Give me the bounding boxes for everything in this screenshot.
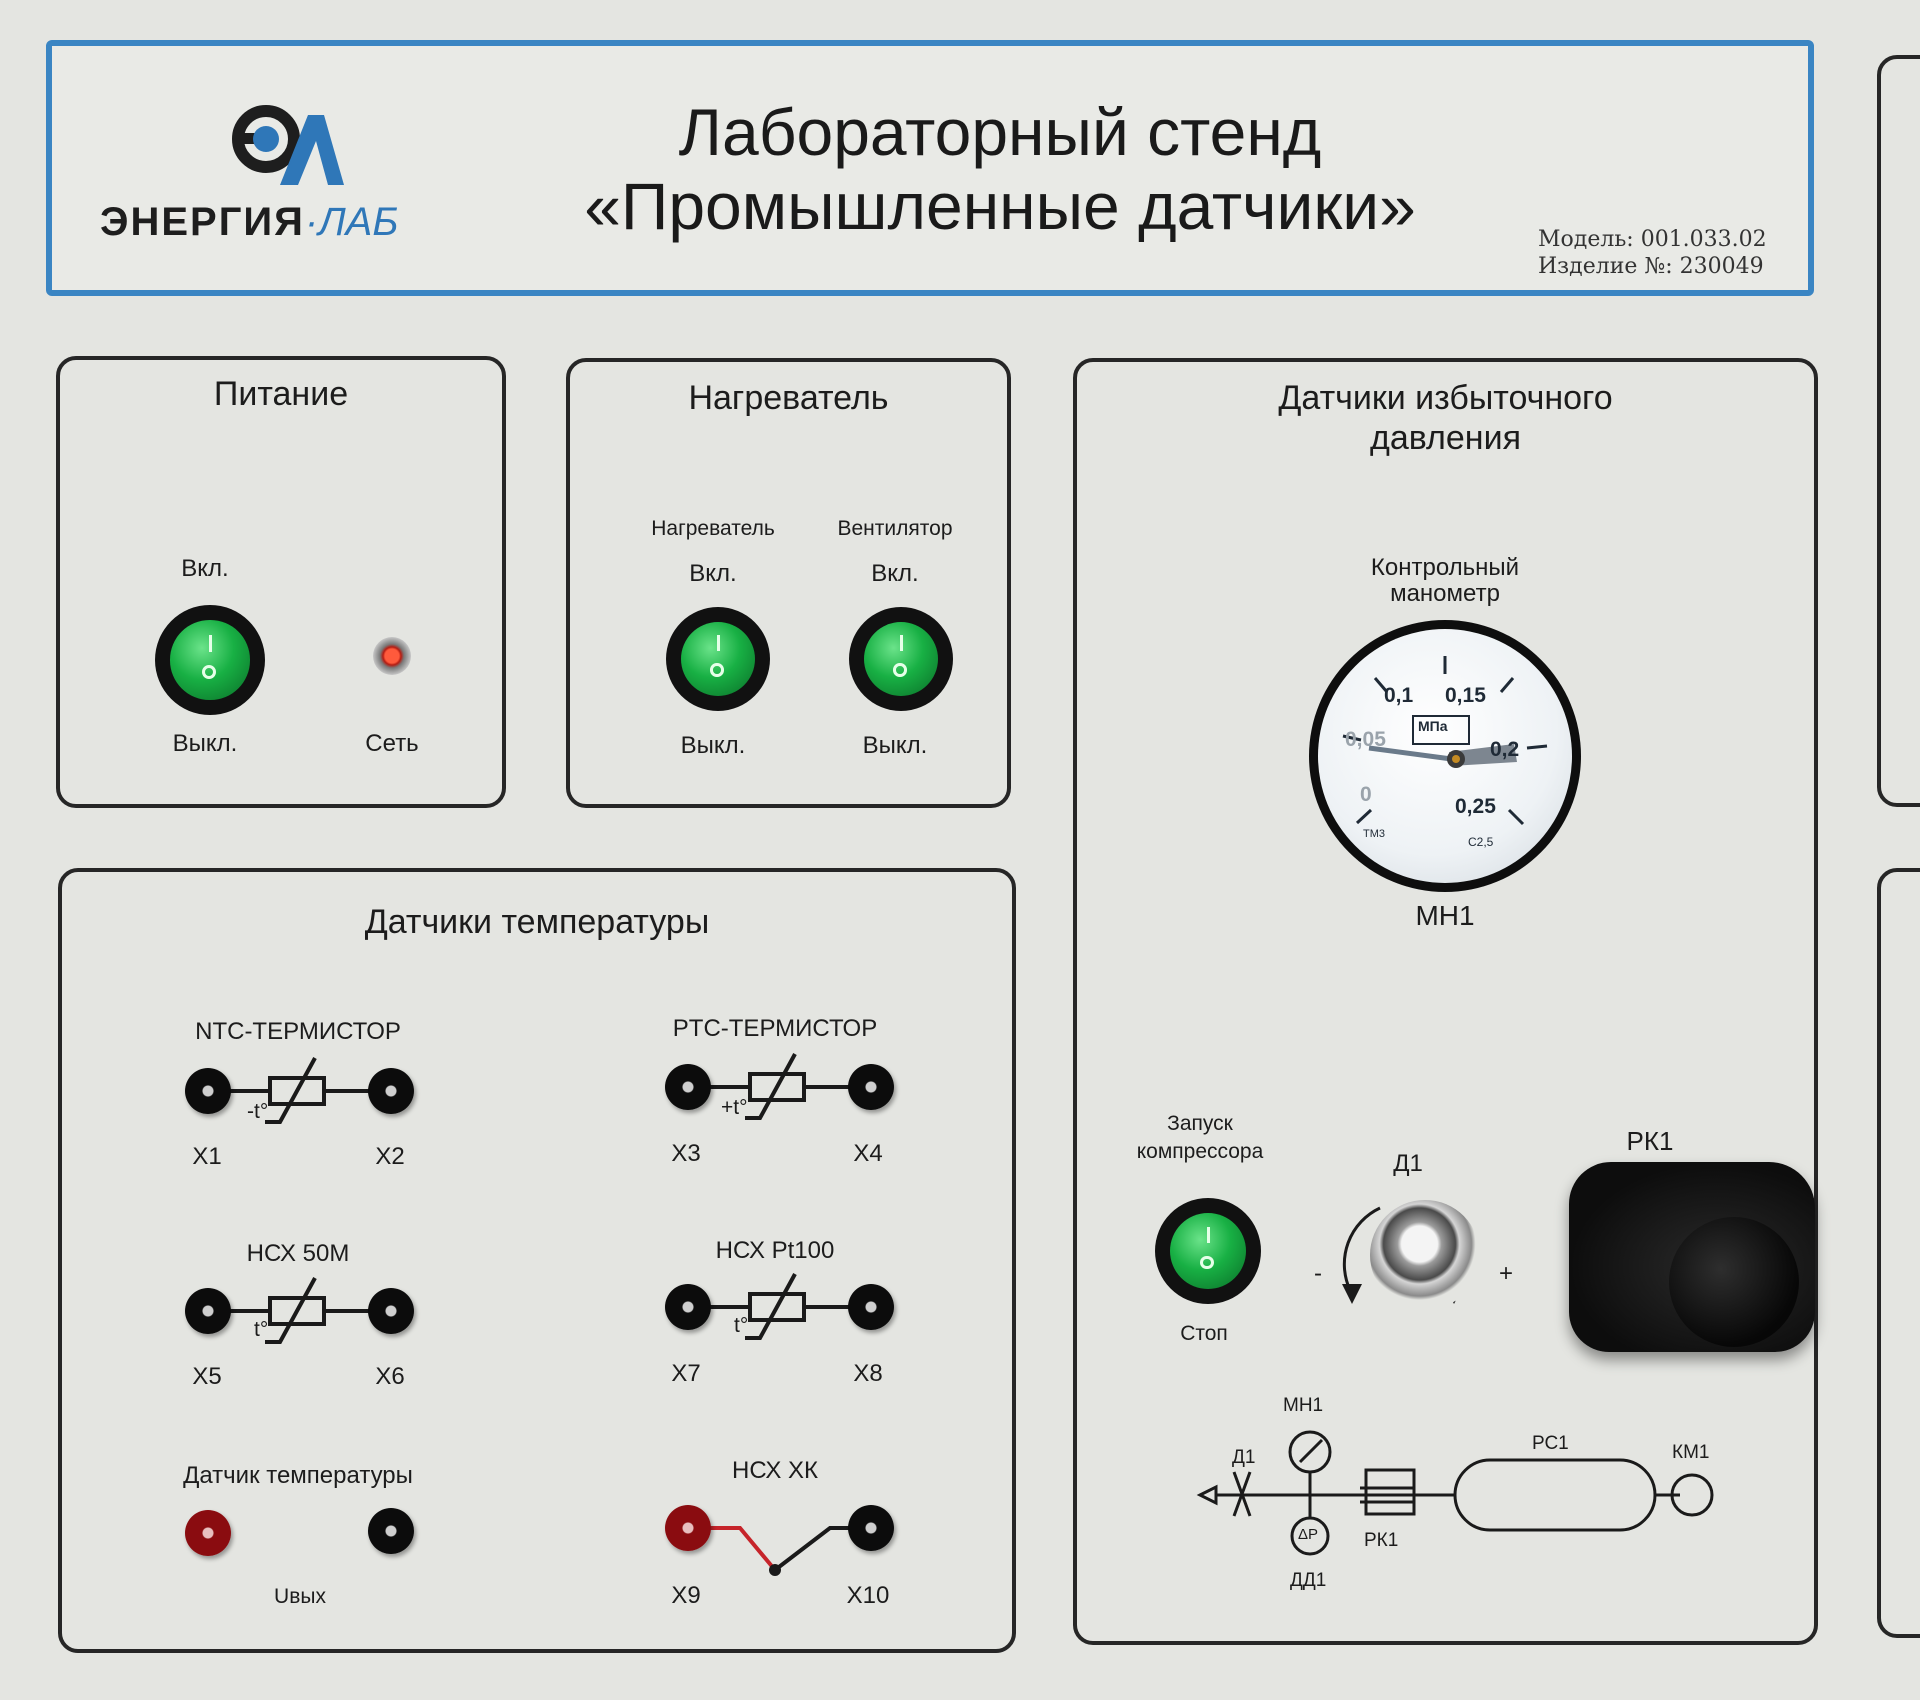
uout-label: Uвых	[274, 1585, 326, 1608]
ptc-symbol: +t°	[721, 1096, 748, 1119]
fan-switch[interactable]	[849, 607, 953, 711]
terminal-x2[interactable]	[368, 1068, 414, 1114]
compressor-stop-label: Стоп	[1180, 1322, 1228, 1345]
x6-label: X6	[375, 1363, 405, 1390]
terminal-x1[interactable]	[185, 1068, 231, 1114]
terminal-x9[interactable]	[665, 1505, 711, 1551]
gauge-tick-015: 0,15	[1445, 684, 1486, 707]
gauge-tick-0: 0	[1360, 783, 1372, 806]
temperature-title: Датчики температуры	[364, 903, 710, 941]
gauge-tick-025: 0,25	[1455, 795, 1496, 818]
ncxxk-label: НСХ ХК	[732, 1457, 818, 1484]
scheme-dp: ΔP	[1298, 1526, 1319, 1543]
scheme-d1: Д1	[1232, 1447, 1256, 1468]
terminal-x6[interactable]	[368, 1288, 414, 1334]
valve-plus-label: +	[1498, 1260, 1514, 1287]
scheme-rc1: РС1	[1532, 1433, 1569, 1454]
ncxpt100-symbol: t°	[734, 1314, 749, 1337]
gauge-class: C2,5	[1468, 835, 1494, 849]
terminal-x3[interactable]	[665, 1064, 711, 1110]
model-info: Модель: 001.033.02 Изделие №: 230049	[1538, 227, 1767, 279]
x2-label: X2	[375, 1143, 405, 1170]
valve-minus-label: -	[1314, 1260, 1322, 1287]
x3-label: X3	[671, 1140, 701, 1167]
gauge-name-label: МН1	[1415, 900, 1475, 931]
ntc-symbol: -t°	[247, 1100, 269, 1123]
power-title: Питание	[213, 375, 349, 413]
next-panel-edge-top	[1877, 55, 1920, 807]
valve-d1-knob[interactable]	[1370, 1200, 1480, 1310]
ncx50m-label: НСХ 50М	[246, 1240, 350, 1267]
heater-panel: Нагреватель	[566, 358, 1011, 808]
pressure-title: Датчики избыточного давления	[1278, 379, 1613, 457]
x5-label: X5	[192, 1363, 222, 1390]
heater-switch[interactable]	[666, 607, 770, 711]
gauge-tm: ТМ3	[1363, 828, 1385, 840]
heater-switch-label: Нагреватель	[651, 517, 775, 540]
fan-off-label: Выкл.	[862, 732, 928, 759]
heater-on-label: Вкл.	[689, 560, 737, 587]
x10-label: X10	[846, 1582, 890, 1609]
pressure-panel: Датчики избыточного давления	[1073, 358, 1818, 1645]
terminal-x10[interactable]	[848, 1505, 894, 1551]
fan-on-label: Вкл.	[871, 560, 919, 587]
ntc-label: NTC-ТЕРМИСТОР	[195, 1018, 401, 1045]
gauge-title: Контрольный манометр	[1370, 554, 1520, 607]
temp-sensor-label: Датчик температуры	[183, 1462, 413, 1489]
gauge-tick-005: 0,05	[1345, 728, 1386, 751]
power-switch[interactable]	[155, 605, 265, 715]
power-off-label: Выкл.	[172, 730, 238, 757]
scheme-dd1: ДД1	[1290, 1570, 1327, 1591]
brand-logo-icon	[232, 105, 344, 185]
heater-off-label: Выкл.	[680, 732, 746, 759]
scheme-mn1: МН1	[1283, 1395, 1324, 1416]
x4-label: X4	[853, 1140, 883, 1167]
terminal-x8[interactable]	[848, 1284, 894, 1330]
power-panel: Питание	[56, 356, 506, 808]
gauge-tick-01: 0,1	[1384, 684, 1414, 707]
network-indicator-led	[373, 637, 411, 675]
network-label: Сеть	[365, 730, 419, 757]
next-panel-edge-bottom	[1877, 868, 1920, 1638]
ptc-label: PTC-ТЕРМИСТОР	[672, 1015, 878, 1042]
regulator-rk1-label: РК1	[1626, 1126, 1674, 1156]
temp-sensor-output-terminal-black[interactable]	[368, 1508, 414, 1554]
scheme-rk1: РК1	[1364, 1530, 1399, 1551]
compressor-start-label: Запуск компрессора	[1136, 1112, 1264, 1163]
valve-d1-label: Д1	[1393, 1150, 1423, 1177]
gauge-scale	[1342, 656, 1548, 826]
terminal-x5[interactable]	[185, 1288, 231, 1334]
x7-label: X7	[671, 1360, 701, 1387]
scheme-km1: КМ1	[1672, 1442, 1710, 1463]
heater-title: Нагреватель	[688, 379, 889, 417]
terminal-x4[interactable]	[848, 1064, 894, 1110]
compressor-switch[interactable]	[1155, 1198, 1261, 1304]
x8-label: X8	[853, 1360, 883, 1387]
brand-name: ЭНЕРГИЯ·ЛАБ	[100, 200, 399, 244]
power-on-label: Вкл.	[181, 555, 229, 582]
ncxpt100-label: НСХ Pt100	[715, 1237, 835, 1264]
gauge-unit: МПа	[1418, 718, 1448, 734]
pneumatic-scheme	[1196, 1430, 1714, 1556]
temp-sensor-output-terminal-red[interactable]	[185, 1510, 231, 1556]
gauge-tick-02: 0,2	[1490, 738, 1520, 761]
temperature-panel: Датчики температуры	[58, 868, 1016, 1653]
x1-label: X1	[192, 1143, 222, 1170]
ncx50m-symbol: t°	[254, 1318, 269, 1341]
terminal-x7[interactable]	[665, 1284, 711, 1330]
fan-switch-label: Вентилятор	[837, 517, 953, 540]
header-frame	[46, 40, 1814, 296]
regulator-rk1-knob[interactable]	[1569, 1162, 1815, 1352]
page-title: Лабораторный стенд «Промышленные датчики…	[584, 95, 1416, 243]
x9-label: X9	[671, 1582, 701, 1609]
